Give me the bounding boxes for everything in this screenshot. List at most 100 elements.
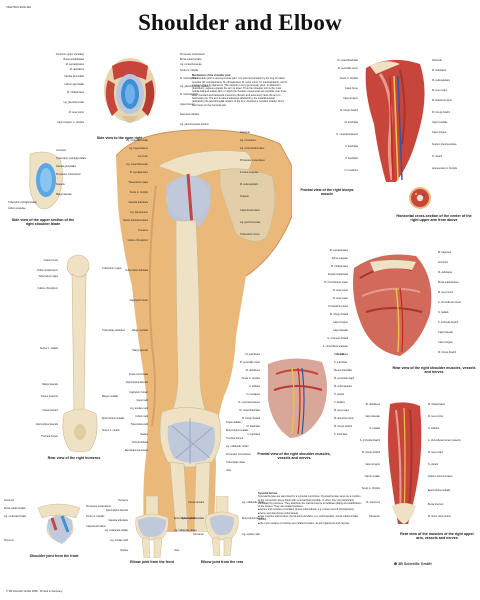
label: A. axillaris [249, 385, 260, 388]
label: M. trapezius [438, 251, 452, 254]
label: Caput radii [136, 399, 148, 402]
mechanism-title: Mechanism of the shoulder joint [192, 74, 231, 77]
bursae-item: ■ bone and skin (bursa subcutanea), [258, 511, 299, 515]
label: N. axillaris [428, 427, 440, 430]
label: Epicondylus medialis [102, 417, 125, 420]
label: Olecranon [192, 533, 204, 536]
label: Processus coracoideus [240, 159, 265, 162]
label: M. infraspinatus [331, 265, 348, 268]
joint-labels-left: Acromion (upper shoulder) Bursa subdelto… [26, 53, 84, 134]
label: Caput laterale [333, 329, 348, 332]
label: M. infraspinatus [428, 403, 445, 406]
elbow-rear-illustration [205, 496, 239, 556]
biceps-labels-left: M. coracobrachialis M. pectoralis minor … [300, 59, 358, 190]
label: Scapula [240, 195, 249, 198]
label: Lig. coracoacromiale [4, 515, 27, 518]
label: Facies posterior [40, 395, 58, 398]
label: M. flexor carpi ulnaris [428, 515, 451, 518]
label: Tendo m. bicipitis [339, 77, 358, 80]
label: A. circumflexa humeri [438, 301, 461, 304]
upper-blade-illustration [29, 151, 63, 210]
label: Acromion [137, 155, 148, 158]
label: Bursa subdeltoidea [438, 281, 459, 284]
label: Fossa coronoidea [128, 373, 148, 376]
bursae-title: Synovial bursae [258, 492, 278, 495]
label: N. ulnaris [428, 463, 439, 466]
label: Caput longum [333, 321, 348, 324]
label: Membrana interossea [124, 449, 148, 452]
label: Capsula articularis [240, 209, 260, 212]
label: Chorda obliqua [131, 441, 148, 444]
label: M. deltoideus [245, 369, 260, 372]
label: M. subscapularis [432, 79, 450, 82]
forearm-labels-left: M. deltoideus Caput laterale N. radialis… [338, 403, 380, 530]
joint-labels-right: Processus coracoideus Bursa subacromiali… [180, 53, 220, 134]
bursae-item: ■ two muscles and tendons (bursa submusc… [258, 515, 359, 522]
label: Humerus [4, 539, 14, 542]
label: Processus coronoideus [226, 453, 251, 456]
label: Margo lateralis [56, 193, 72, 196]
label: Lig. transversum [130, 211, 148, 214]
label: M. supraspinatus [65, 63, 84, 66]
label: M. coracobrachialis [337, 59, 358, 62]
label: M. teres minor [428, 415, 444, 418]
label: Humerus [118, 499, 128, 502]
forearm-labels-right: M. infraspinatus M. teres minor N. axill… [428, 403, 478, 530]
label: M. subscapularis [180, 77, 198, 80]
label: M. triceps brachii [334, 425, 353, 428]
label: Collum scapulae [8, 207, 26, 210]
elbow-front-caption: Elbow joint from the front [130, 560, 174, 564]
label: N. ulnaris [432, 155, 443, 158]
label: Margo medialis [131, 329, 148, 332]
humerus-caption: Rear view of the right humerus [47, 456, 101, 460]
label: Caput humeri [43, 259, 58, 262]
rear-shoulder-illustration [353, 254, 432, 356]
label: M. pectoralis minor [337, 67, 358, 70]
label: Fascia infraspinata [327, 273, 348, 276]
label: M. latissimus dorsi [432, 99, 452, 102]
label: Bursa subacromialis [4, 507, 26, 510]
label: Lig. glenohumerale inferius [180, 123, 209, 126]
label: Caput longum [432, 131, 447, 134]
label: A. circumflexa scapulae [322, 345, 348, 348]
label: M. pectoralis major [334, 377, 355, 380]
shoulder-front-labels: Acromion Bursa subacromialis Lig. coraco… [4, 499, 114, 550]
label: Epicondylus lateralis [36, 423, 58, 426]
label: M. coracobrachialis [239, 409, 260, 412]
mechanism-text: Mechanism of the shoulder joint The shou… [192, 74, 288, 107]
front-shoulder-illustration [268, 358, 327, 438]
front-shoulder-caption: Frontal view of the right shoulder muscl… [257, 452, 331, 461]
rear-forearm-illustration [388, 402, 422, 524]
label: Lig. trapezoideum [128, 147, 148, 150]
label: Lig. collaterale ulnare [174, 529, 197, 532]
label: Processus coracoideus [56, 173, 81, 176]
label: M. subscapularis [240, 183, 258, 186]
label: N. cutaneus brachii [327, 337, 348, 340]
blade-labels: Acromion Tuberculum supraglenoidale Cavi… [8, 149, 88, 214]
label: V. basilica [334, 401, 345, 404]
label: Lig. collaterale radiale [104, 529, 128, 532]
label: Collum chirurgicum [37, 287, 58, 290]
label: Lig. glenohumerale [240, 221, 261, 224]
label: Tendo m. bicipitis [86, 515, 105, 518]
rear-forearm-caption: Rear view of the muscles of the right up… [400, 532, 474, 541]
label: Recessus axillaris [180, 113, 200, 116]
label: Acromion (upper shoulder) [55, 53, 84, 56]
label: Epicondylus medialis [226, 429, 249, 432]
label: Processus coracoideus [86, 505, 111, 508]
biceps-labels-right: Clavicula M. deltoideus M. subscapularis… [432, 59, 478, 190]
label: M. rhomboideus major [324, 281, 348, 284]
label: Scapula [56, 183, 65, 186]
label: Bursa subdeltoidea [63, 58, 84, 61]
label: Bursa subacromialis [180, 58, 202, 61]
label: Tuberositas deltoidea [102, 329, 125, 332]
upper-blade-caption: Side view of the upper section of the ri… [11, 218, 75, 227]
label: N. musculocutaneus [336, 133, 358, 136]
label: Collum chirurgicum [127, 239, 148, 242]
label: M. teres major [432, 89, 448, 92]
label: Lig. coracoacromiale [125, 139, 148, 142]
label: Caput longum [343, 97, 358, 100]
label: A. circumflexa humeri posterior [428, 439, 461, 442]
front-labels-left: M. subclavius M. pectoralis minor M. del… [216, 353, 260, 444]
label: M. biceps brachii [340, 109, 358, 112]
